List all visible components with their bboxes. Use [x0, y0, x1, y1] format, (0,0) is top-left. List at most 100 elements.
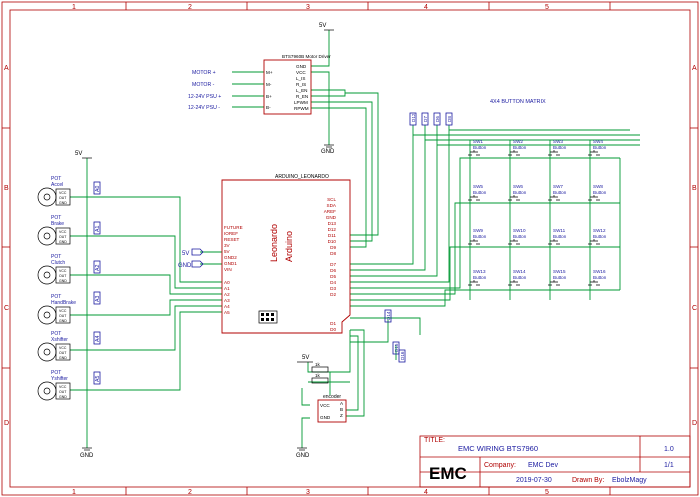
- md-pin: M+: [266, 70, 273, 75]
- net-label: D6: [435, 116, 440, 122]
- switch-type: Button: [553, 234, 567, 239]
- arduino-pin: 3V: [224, 243, 231, 248]
- pot-name: HandBrake: [51, 300, 76, 306]
- pot-pin: GND: [59, 279, 67, 283]
- arduino-pin: VIN: [224, 267, 232, 272]
- side-gnd: GND: [178, 263, 192, 269]
- button-matrix: 4X4 BUTTON MATRIX D12 D7 D6 D8 D14 D15 D…: [384, 99, 607, 363]
- pot-pin: GND: [59, 240, 67, 244]
- pot-name: Brake: [51, 221, 64, 227]
- encoder-pin: GND: [320, 415, 331, 420]
- col-label: 5: [545, 4, 549, 11]
- encoder-pin: Z: [340, 413, 343, 418]
- matrix-title: 4X4 BUTTON MATRIX: [490, 99, 546, 105]
- md-pin: R_EN: [296, 94, 308, 99]
- net-label: MOTOR +: [192, 70, 216, 76]
- pot-name: Xshifter: [51, 337, 68, 343]
- arduino-pin: D4: [330, 280, 336, 285]
- date: 2019-07-30: [516, 477, 552, 484]
- col-label: 2: [188, 4, 192, 11]
- col-label: 3: [306, 489, 310, 496]
- col-label: 4: [424, 489, 428, 496]
- md-pin: B+: [266, 94, 272, 99]
- pot-name: Yshifter: [51, 376, 68, 382]
- drawn-by: EbolzMagy: [612, 477, 647, 484]
- switch-type: Button: [513, 275, 527, 280]
- switch-type: Button: [473, 275, 487, 280]
- col-label: 1: [72, 489, 76, 496]
- switch-type: Button: [473, 145, 487, 150]
- net-label: MOTOR -: [192, 82, 215, 88]
- switch-id: SW14: [513, 269, 526, 274]
- arduino-brand: Arduino: [284, 231, 294, 262]
- resistor-value: 1k: [315, 362, 321, 367]
- drawn-by-label: Drawn By:: [572, 477, 604, 484]
- motor-driver-title: BTS7960B Motor Driver: [282, 54, 331, 59]
- pot-pin: GND: [59, 395, 67, 399]
- gnd-label: GND: [80, 453, 94, 459]
- col-label: 5: [545, 489, 549, 496]
- row-label: B: [4, 185, 9, 192]
- pot-type: POT: [51, 176, 61, 182]
- net-label: A2: [95, 265, 101, 271]
- pot-accel: POT Accel VCC OUT GND A0: [37, 176, 101, 207]
- net-label: A3: [95, 296, 101, 302]
- row-label: C: [4, 305, 9, 312]
- switch-type: Button: [513, 234, 527, 239]
- arduino-pin: SDA: [327, 203, 337, 208]
- arduino-pin: A5: [224, 310, 230, 315]
- switch-type: Button: [593, 275, 607, 280]
- md-pin: L_IS: [296, 76, 305, 81]
- switch-id: SW7: [553, 184, 563, 189]
- switch-type: Button: [553, 190, 567, 195]
- power-symbols: 5V GND 5V GND 5V GND: [75, 23, 335, 459]
- net-label: A0: [95, 186, 101, 192]
- arduino-pin: D0: [330, 327, 336, 332]
- arduino-pin: D7: [330, 262, 336, 267]
- pot-pin: VCC: [59, 385, 67, 389]
- switch-id: SW3: [553, 139, 563, 144]
- switch-type: Button: [553, 275, 567, 280]
- switch-id: SW1: [473, 139, 483, 144]
- net-label: A4: [95, 336, 101, 342]
- arduino-pin: D3: [330, 286, 336, 291]
- switch-id: SW12: [593, 228, 606, 233]
- row-label: D: [4, 420, 9, 427]
- pot-pin: GND: [59, 319, 67, 323]
- row-label: D: [692, 420, 697, 427]
- md-pin: RPWM: [294, 106, 309, 111]
- pot-clutch: POT Clutch VCC OUT GND A2: [37, 254, 101, 285]
- arduino-pin: A0: [224, 280, 230, 285]
- encoder-title: encoder: [323, 394, 341, 400]
- net-label: D12: [411, 113, 416, 122]
- switch-type: Button: [513, 145, 527, 150]
- row-label: A: [692, 65, 697, 72]
- row-label: B: [692, 185, 697, 192]
- pot-brake: POT Brake VCC OUT GND A1: [37, 215, 101, 246]
- pot-pin: OUT: [59, 274, 67, 278]
- switch-type: Button: [553, 145, 567, 150]
- sheet: 1/1: [664, 462, 674, 469]
- row-label: C: [692, 305, 697, 312]
- pot-name: Accel: [51, 182, 63, 188]
- md-pin: VCC: [296, 70, 306, 75]
- encoder-pin: VCC: [320, 403, 330, 408]
- switch-type: Button: [473, 190, 487, 195]
- arduino-pin: D12: [328, 227, 337, 232]
- switch-id: SW15: [553, 269, 566, 274]
- pot-pin: GND: [59, 356, 67, 360]
- switch-type: Button: [593, 145, 607, 150]
- arduino-pin: D11: [328, 233, 337, 238]
- encoder-section: 1k 1k encoder VCC GND A B Z: [311, 362, 347, 423]
- arduino-pin: D2: [330, 292, 336, 297]
- arduino-pin: D8: [330, 251, 336, 256]
- wires: [70, 30, 640, 448]
- net-label: D7: [423, 116, 428, 122]
- pot-type: POT: [51, 294, 61, 300]
- switch-id: SW16: [593, 269, 606, 274]
- switch-id: SW11: [553, 228, 566, 233]
- md-pin: GND: [296, 64, 307, 69]
- pot-pin: VCC: [59, 269, 67, 273]
- arduino-pin: D6: [330, 268, 336, 273]
